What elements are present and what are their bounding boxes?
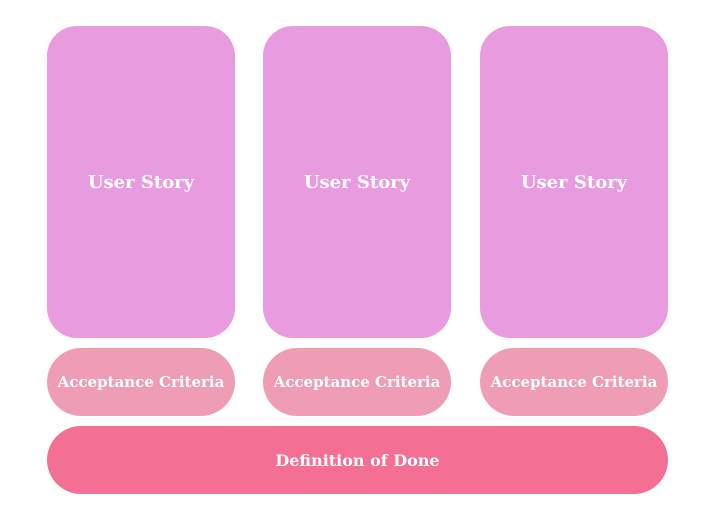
user-story-block-2: User Story: [263, 26, 451, 338]
definition-of-done-block: Definition of Done: [47, 426, 668, 494]
acceptance-criteria-block-3: Acceptance Criteria: [480, 348, 668, 416]
acceptance-criteria-block-1: Acceptance Criteria: [47, 348, 235, 416]
user-story-block-1: User Story: [47, 26, 235, 338]
acceptance-criteria-block-2: Acceptance Criteria: [263, 348, 451, 416]
user-story-block-3: User Story: [480, 26, 668, 338]
